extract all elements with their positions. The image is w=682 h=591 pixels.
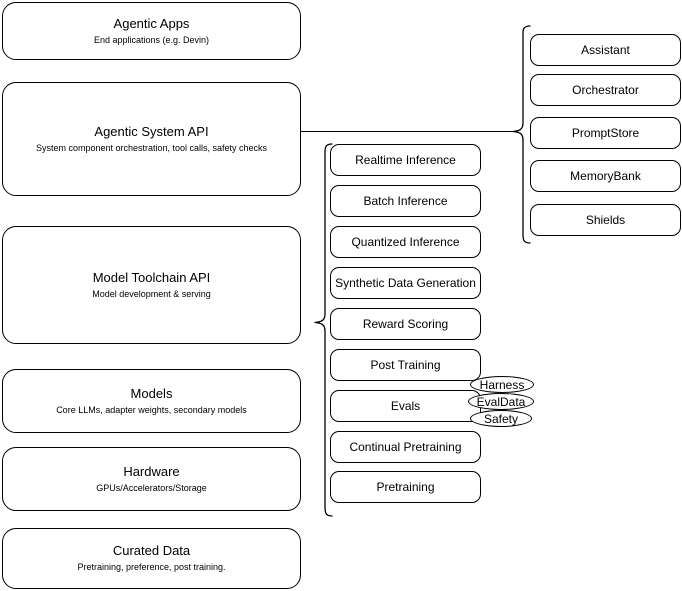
- layer-title: Models: [130, 385, 173, 401]
- toolchain-label: Continual Pretraining: [349, 440, 462, 454]
- toolchain-box-continual-pretraining[interactable]: Continual Pretraining: [330, 431, 481, 463]
- component-label: PromptStore: [571, 126, 640, 140]
- toolchain-box-pretraining[interactable]: Pretraining: [330, 471, 481, 503]
- component-label: Assistant: [581, 43, 630, 57]
- layer-box-model-toolchain-api[interactable]: Model Toolchain API Model development & …: [2, 226, 301, 344]
- layer-box-agentic-system-api[interactable]: Agentic System API System component orch…: [2, 82, 301, 196]
- layer-subtitle: Model development & serving: [92, 288, 211, 299]
- layer-title: Agentic Apps: [113, 15, 190, 31]
- toolchain-label: Evals: [390, 399, 421, 413]
- toolchain-box-batch-inference[interactable]: Batch Inference: [330, 185, 481, 217]
- layer-box-curated-data[interactable]: Curated Data Pretraining, preference, po…: [2, 528, 301, 589]
- component-label: MemoryBank: [570, 169, 641, 183]
- component-box-orchestrator[interactable]: Orchestrator: [530, 74, 681, 106]
- toolchain-box-realtime-inference[interactable]: Realtime Inference: [330, 144, 481, 176]
- evals-tag-harness[interactable]: Harness: [470, 376, 534, 393]
- connector-line-system-api: [301, 131, 514, 132]
- component-box-memorybank[interactable]: MemoryBank: [530, 160, 681, 192]
- layer-title: Agentic System API: [94, 123, 209, 139]
- layer-box-agentic-apps[interactable]: Agentic Apps End applications (e.g. Devi…: [2, 2, 301, 60]
- toolchain-label: Pretraining: [376, 480, 435, 494]
- layer-title: Hardware: [123, 463, 180, 479]
- toolchain-label: Post Training: [370, 358, 441, 372]
- toolchain-label: Batch Inference: [363, 194, 448, 208]
- layer-title: Curated Data: [112, 543, 191, 558]
- component-label: Shields: [585, 213, 626, 227]
- layer-subtitle: GPUs/Accelerators/Storage: [96, 482, 207, 493]
- layer-subtitle: Pretraining, preference, post training.: [77, 562, 226, 572]
- evals-tag-label: EvalData: [476, 394, 526, 409]
- toolchain-label: Reward Scoring: [362, 317, 449, 331]
- component-box-assistant[interactable]: Assistant: [530, 34, 681, 66]
- toolchain-label: Synthetic Data Generation: [335, 276, 476, 290]
- toolchain-label: Quantized Inference: [351, 235, 460, 249]
- toolchain-box-post-training[interactable]: Post Training: [330, 349, 481, 381]
- evals-tag-safety[interactable]: Safety: [470, 410, 532, 427]
- evals-tag-label: Safety: [483, 411, 519, 426]
- component-box-shields[interactable]: Shields: [530, 204, 681, 236]
- layer-subtitle: End applications (e.g. Devin): [93, 34, 210, 45]
- toolchain-box-reward-scoring[interactable]: Reward Scoring: [330, 308, 481, 340]
- layer-subtitle: Core LLMs, adapter weights, secondary mo…: [56, 404, 247, 415]
- toolchain-box-quantized-inference[interactable]: Quantized Inference: [330, 226, 481, 258]
- layer-title: Model Toolchain API: [92, 269, 211, 285]
- layer-box-models[interactable]: Models Core LLMs, adapter weights, secon…: [2, 369, 301, 433]
- layer-subtitle: System component orchestration, tool cal…: [35, 142, 268, 153]
- toolchain-box-synthetic-data-generation[interactable]: Synthetic Data Generation: [330, 267, 481, 299]
- layer-box-hardware[interactable]: Hardware GPUs/Accelerators/Storage: [2, 447, 301, 511]
- component-box-promptstore[interactable]: PromptStore: [530, 117, 681, 149]
- toolchain-box-evals[interactable]: Evals: [330, 390, 481, 422]
- component-label: Orchestrator: [572, 83, 639, 97]
- toolchain-label: Realtime Inference: [355, 153, 456, 167]
- brace-system-components: [508, 24, 532, 246]
- evals-tag-evaldata[interactable]: EvalData: [468, 393, 534, 410]
- evals-tag-label: Harness: [479, 377, 525, 392]
